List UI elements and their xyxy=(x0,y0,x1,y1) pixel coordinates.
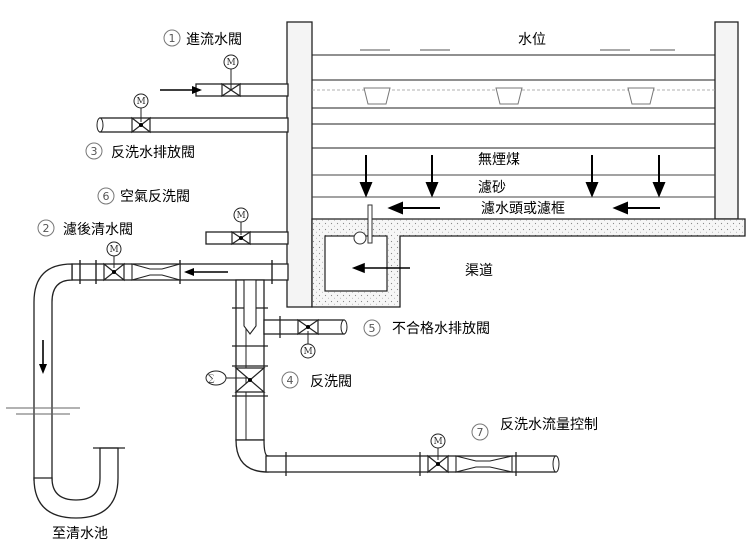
channel-box xyxy=(324,235,388,292)
tank-right-wall xyxy=(714,21,739,220)
valve-5-label: 不合格水排放閥 xyxy=(392,321,490,337)
backwash-drain-pipe: M xyxy=(96,93,289,134)
tank-left-wall xyxy=(286,21,313,308)
valve-3-number: 3 xyxy=(91,145,98,158)
valve-7-label: 反洗水流量控制 xyxy=(500,417,598,433)
valve-4-label: 反洗閥 xyxy=(310,374,352,390)
svg-text:M: M xyxy=(304,347,313,357)
filtered-water-pipe: M xyxy=(6,241,289,519)
svg-text:M: M xyxy=(227,58,236,68)
valve-1-label: 進流水閥 xyxy=(186,32,242,48)
influent-pipe: M xyxy=(160,54,289,98)
motor-icon xyxy=(106,241,122,257)
motor-icon xyxy=(233,207,249,223)
tank-bottom-slab xyxy=(311,218,746,308)
svg-text:∑: ∑ xyxy=(208,374,215,384)
svg-text:M: M xyxy=(110,245,119,255)
svg-text:M: M xyxy=(237,211,246,221)
valve-5-number: 5 xyxy=(369,322,376,335)
outlet-label: 至清水池 xyxy=(52,526,108,542)
nozzle-flow-arrows xyxy=(387,201,660,215)
nozzle-label: 濾水頭或濾框 xyxy=(481,201,565,217)
filter-tank: 水位 無煙煤 濾砂 濾水頭或濾框 渠道 xyxy=(286,21,746,308)
water-level-label: 水位 xyxy=(518,32,546,48)
svg-text:M: M xyxy=(434,437,443,447)
valve-7-number: 7 xyxy=(477,426,484,439)
offspec-drain-pipe: M xyxy=(263,316,348,359)
valve-6-number: 6 xyxy=(103,190,110,203)
motor-icon xyxy=(300,343,316,359)
valve-6-label: 空氣反洗閥 xyxy=(120,189,190,205)
valve-3-label: 反洗水排放閥 xyxy=(111,145,195,161)
flow-down-arrows xyxy=(359,155,666,198)
valve-2-label: 濾後清水閥 xyxy=(63,222,133,238)
valve-1-number: 1 xyxy=(169,32,176,45)
motor-icon xyxy=(205,370,227,386)
wash-trough xyxy=(363,87,655,105)
anthracite-label: 無煙煤 xyxy=(478,152,520,168)
backwash-supply-pipe: M xyxy=(265,433,560,476)
backwash-riser: ∑ xyxy=(205,279,269,473)
valve-2-number: 2 xyxy=(43,222,50,235)
motor-icon xyxy=(223,54,239,70)
sand-label: 濾砂 xyxy=(478,180,506,196)
channel-arrow xyxy=(351,262,410,274)
channel-label: 渠道 xyxy=(465,263,493,279)
air-scour-pipe: M xyxy=(205,207,289,246)
valve-4-number: 4 xyxy=(287,374,294,387)
svg-text:M: M xyxy=(137,97,146,107)
motor-icon xyxy=(133,93,149,109)
motor-icon xyxy=(430,433,446,449)
